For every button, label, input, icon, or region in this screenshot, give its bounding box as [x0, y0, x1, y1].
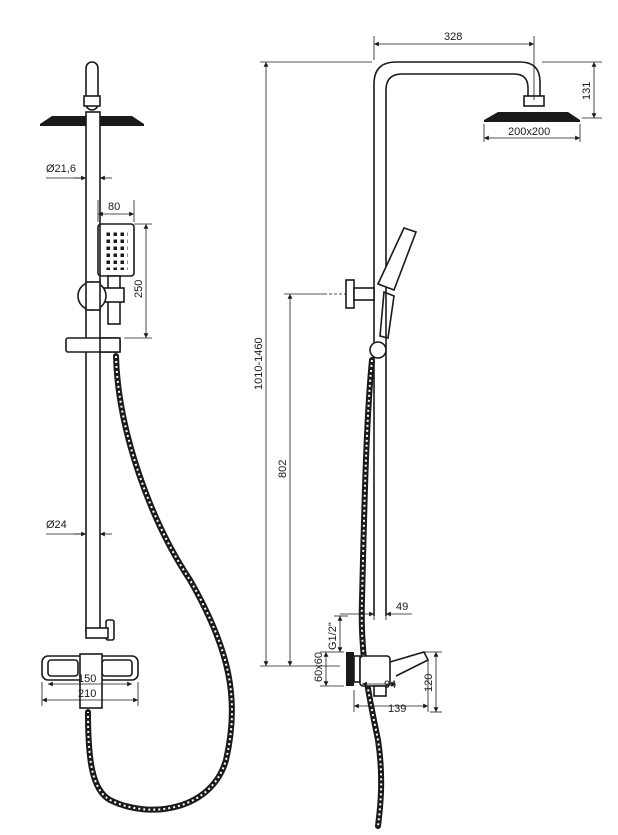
dim-label-mixer-width: 210 [78, 688, 96, 700]
dim-front-pipe-bottom: Ø24 [46, 519, 112, 537]
side-view: 328 131 200x200 1010-1460 [253, 31, 602, 829]
dim-label-wall-cover: 60x60 [313, 652, 325, 682]
front-mixer [41, 653, 139, 709]
dim-mixer-spacing: 150 [48, 673, 132, 687]
dim-thread: G1/2" [327, 615, 348, 652]
side-shower-head [484, 112, 580, 122]
side-handshower [376, 227, 418, 339]
dim-label-head-height: 131 [581, 82, 593, 100]
dim-label-pipe-offset: 49 [396, 601, 408, 613]
dim-wall-cover: 60x60 [313, 651, 344, 687]
dim-label-overhead-reach: 328 [444, 31, 462, 43]
dim-label-total-height: 1010-1460 [253, 337, 265, 390]
dim-overhead-reach: 328 [373, 31, 535, 100]
dim-mixer-depth: 139 [353, 660, 429, 715]
side-arm [373, 61, 541, 616]
dim-label-handshower-length: 250 [133, 280, 145, 298]
dim-label-mixer-depth: 139 [388, 703, 406, 715]
dim-handshower-length: 250 [124, 223, 152, 339]
dim-label-pipe-bottom: Ø24 [46, 519, 67, 531]
dim-head-height: 131 [542, 61, 602, 119]
dim-label-thread: G1/2" [327, 622, 339, 650]
dim-label-pipe-top: Ø21,6 [46, 163, 76, 175]
front-main-pipe [85, 111, 101, 633]
dim-mixer-depth-small: 94 [362, 679, 396, 691]
dim-label-mixer-height: 120 [423, 674, 435, 692]
dim-mixer-height: 120 [423, 651, 442, 713]
dim-label-handshower-width: 80 [108, 201, 120, 213]
front-hose [85, 353, 235, 813]
dim-label-mixer-depth-small: 94 [384, 679, 396, 691]
dim-holder-height: 802 [277, 293, 324, 666]
dim-front-pipe-top: Ø21,6 [46, 163, 112, 181]
dim-head-size: 200x200 [483, 124, 581, 142]
side-wall-bracket [324, 279, 375, 309]
side-slider-knob [369, 341, 387, 359]
dim-mixer-width: 210 [41, 682, 139, 706]
dim-handshower-width: 80 [97, 200, 135, 222]
front-view: Ø21,6 80 250 [40, 61, 235, 813]
dim-total-height: 1010-1460 [253, 61, 372, 667]
dim-pipe-offset: 49 [340, 601, 412, 620]
front-handshower [97, 223, 135, 325]
dim-label-mixer-spacing: 150 [78, 673, 96, 685]
side-mixer [359, 651, 430, 697]
side-hose [358, 357, 385, 829]
side-wall-cover [346, 652, 361, 686]
dim-label-holder-height: 802 [277, 460, 289, 478]
dim-label-head-size: 200x200 [508, 126, 550, 138]
